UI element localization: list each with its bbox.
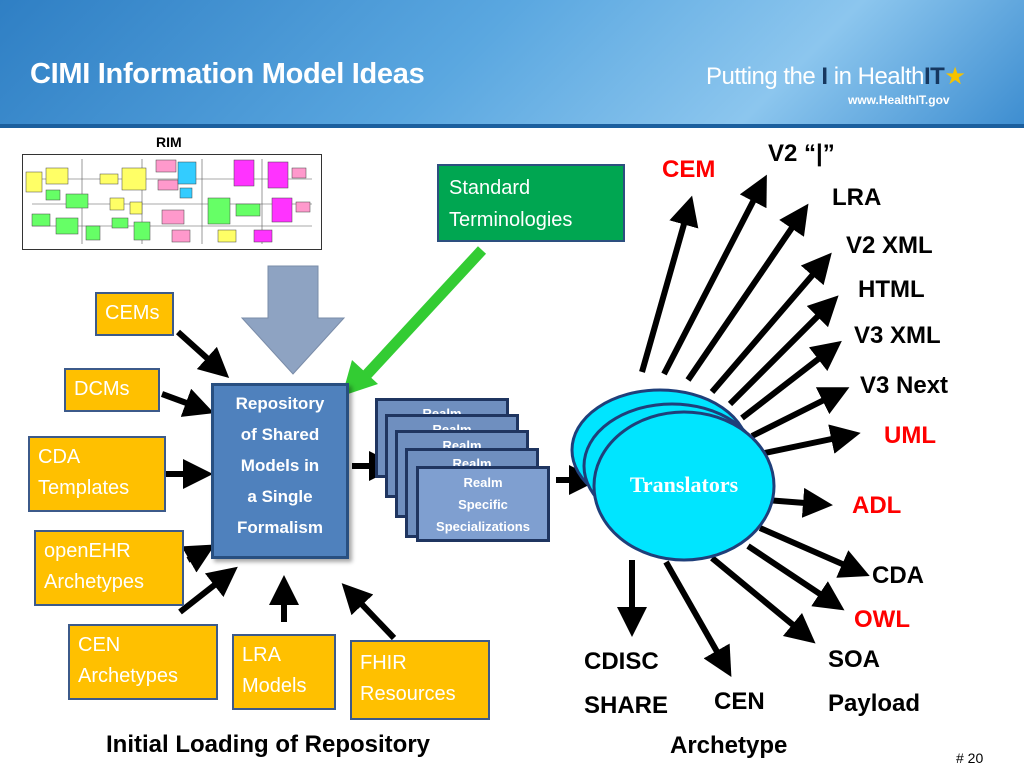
output-cdisc-line2: SHARE: [584, 692, 669, 719]
fhir-line2: Resources: [360, 683, 456, 705]
repository-box: Repository of Shared Models in a Single …: [211, 383, 349, 559]
realm-card-front: Realm Specific Specializations: [416, 466, 550, 542]
rim-thumbnail: [22, 154, 322, 250]
openehr-archetypes-box: openEHR Archetypes: [34, 530, 184, 606]
terminologies-arrow: [355, 246, 487, 386]
cems-arrow: [175, 329, 230, 379]
cen-input-line2: Archetypes: [78, 665, 179, 687]
output-v3-next: V3 Next: [860, 372, 949, 399]
slide-header: [0, 0, 1024, 128]
output-lra: LRA: [832, 184, 882, 211]
logo-url: www.HealthIT.gov: [848, 93, 950, 107]
cda-templates-box: CDA Templates: [28, 436, 166, 512]
logo-prefix: Putting the: [706, 63, 816, 90]
logo-i: I: [821, 63, 828, 90]
footer-caption: Initial Loading of Repository: [106, 731, 430, 758]
v3xml-out-arrow: [740, 340, 842, 421]
cda-line2: Templates: [38, 477, 130, 499]
fhir-line1: FHIR: [360, 652, 407, 674]
rim-label: RIM: [156, 134, 182, 150]
adl-out-arrow: [765, 487, 833, 518]
translators-label: Translators: [630, 472, 739, 497]
output-adl: ADL: [852, 492, 902, 519]
openehr-line2: Archetypes: [44, 571, 145, 593]
cen-input-arrow: [178, 566, 238, 615]
repository-line5: Formalism: [237, 518, 323, 537]
owl-out-arrow: [746, 543, 845, 611]
soa-out-arrow: [710, 555, 816, 644]
html-out-arrow: [727, 295, 839, 407]
cems-label: CEMs: [105, 302, 160, 324]
healthit-logo: Putting the I in HealthIT★: [706, 62, 966, 91]
output-v3-xml: V3 XML: [854, 322, 941, 349]
logo-health: Health: [857, 63, 925, 90]
terminologies-line2: Terminologies: [449, 209, 573, 231]
openehr-arrow: [181, 544, 216, 573]
cenarch-out-arrow: [663, 560, 732, 678]
standard-terminologies-box: Standard Terminologies: [437, 164, 625, 242]
realm-line1: Realm: [463, 475, 503, 490]
output-cen-line2: Archetype: [670, 732, 788, 759]
terminologies-line1: Standard: [449, 177, 531, 199]
slide-number: # 20: [956, 750, 984, 766]
v3next-out-arrow: [750, 387, 850, 439]
output-cdisc-line1: CDISC: [584, 648, 659, 675]
lra-input-line2: Models: [242, 675, 307, 697]
logo-it: IT: [924, 63, 945, 90]
lra-input-line1: LRA: [242, 644, 281, 666]
realm-line3: Specializations: [436, 519, 530, 534]
cen-archetypes-box: CEN Archetypes: [68, 624, 218, 700]
realm-line2: Specific: [458, 497, 508, 512]
slide-title: CIMI Information Model Ideas: [30, 58, 425, 90]
rim-to-repository-arrow: [240, 265, 346, 375]
output-v2-i: V2 “|”: [768, 140, 835, 167]
v2xml-out-arrow: [709, 252, 832, 394]
v2i-out-arrow: [661, 174, 767, 376]
output-uml: UML: [884, 422, 936, 449]
star-icon: ★: [944, 63, 966, 90]
lra-models-box: LRA Models: [232, 634, 336, 710]
output-soa-line1: SOA: [828, 646, 881, 673]
cda-out-arrow: [758, 525, 870, 578]
output-cen-line1: CEN: [714, 688, 765, 715]
repository-line1: Repository: [235, 394, 325, 413]
lra-out-arrow: [685, 203, 809, 382]
cems-box: CEMs: [95, 292, 174, 336]
openehr-line1: openEHR: [44, 540, 131, 562]
cda-line1: CDA: [38, 446, 81, 468]
repository-line4: a Single: [247, 487, 313, 506]
output-owl: OWL: [854, 606, 910, 633]
fhir-input-arrow: [341, 583, 397, 641]
output-cda: CDA: [872, 562, 924, 589]
dcms-box: DCMs: [64, 368, 160, 412]
cen-input-line1: CEN: [78, 634, 121, 656]
uml-out-arrow: [759, 424, 861, 457]
repository-line3: Models in: [240, 456, 320, 475]
repository-line2: of Shared: [240, 425, 320, 444]
output-html: HTML: [858, 276, 925, 303]
translators-stack: Translators: [570, 388, 776, 562]
dcms-label: DCMs: [74, 378, 130, 400]
fhir-resources-box: FHIR Resources: [350, 640, 490, 720]
logo-in: in: [833, 63, 852, 90]
dcms-arrow: [160, 388, 215, 417]
cem-out-arrow: [639, 195, 699, 373]
output-cem: CEM: [662, 156, 716, 183]
header-divider: [0, 124, 1024, 128]
output-soa-line2: Payload: [828, 690, 921, 717]
output-v2-xml: V2 XML: [846, 232, 933, 259]
